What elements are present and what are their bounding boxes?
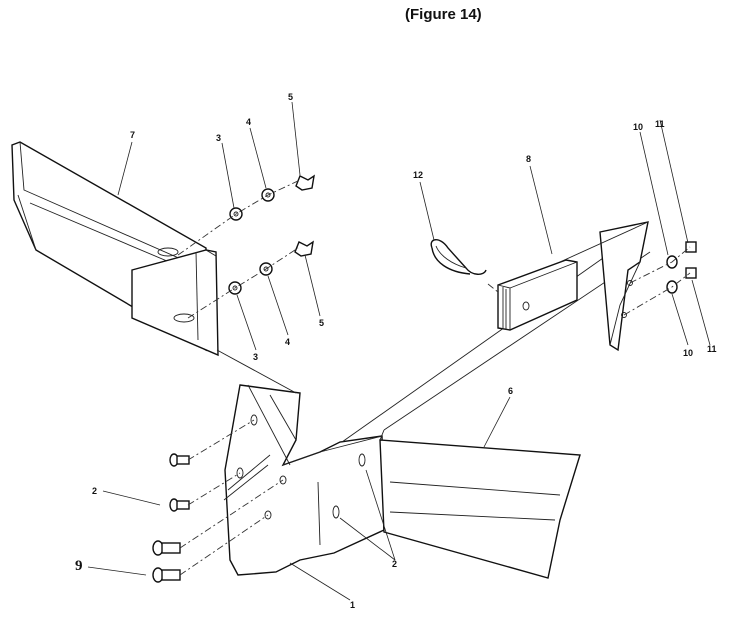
hardware-right-fasteners <box>666 241 697 294</box>
plate-part-8 <box>497 221 649 331</box>
callout-2-right: 2 <box>392 559 397 569</box>
callout-2-left: 2 <box>92 486 97 496</box>
hardware-left-bolts <box>152 453 190 583</box>
callout-7: 7 <box>130 130 135 140</box>
leader-lines <box>87 101 711 601</box>
callout-9: 9 <box>75 558 83 574</box>
callout-labels: 7 3 4 5 3 4 5 12 8 10 11 10 11 6 2 2 1 9 <box>75 92 717 610</box>
callout-5-lower: 5 <box>319 318 324 328</box>
callout-1: 1 <box>350 600 355 610</box>
upper-panel-part-7 <box>11 141 219 357</box>
callout-10-lower: 10 <box>683 348 693 358</box>
callout-3-upper: 3 <box>216 133 221 143</box>
callout-10-upper: 10 <box>633 122 643 132</box>
callout-12: 12 <box>413 170 423 180</box>
callout-4-upper: 4 <box>246 117 251 127</box>
frame-arm-part-6 <box>341 221 651 579</box>
callout-5-upper: 5 <box>288 92 293 102</box>
callout-3-lower: 3 <box>253 352 258 362</box>
callout-4-lower: 4 <box>285 337 290 347</box>
callout-11-lower: 11 <box>707 344 717 354</box>
callout-6: 6 <box>508 386 513 396</box>
main-bracket-part-1 <box>216 349 385 576</box>
callout-11-upper: 11 <box>655 119 665 129</box>
figure-title: (Figure 14) <box>405 6 482 23</box>
center-lines <box>177 179 691 576</box>
callout-8: 8 <box>526 154 531 164</box>
hitch-pin-part-12 <box>430 239 487 275</box>
